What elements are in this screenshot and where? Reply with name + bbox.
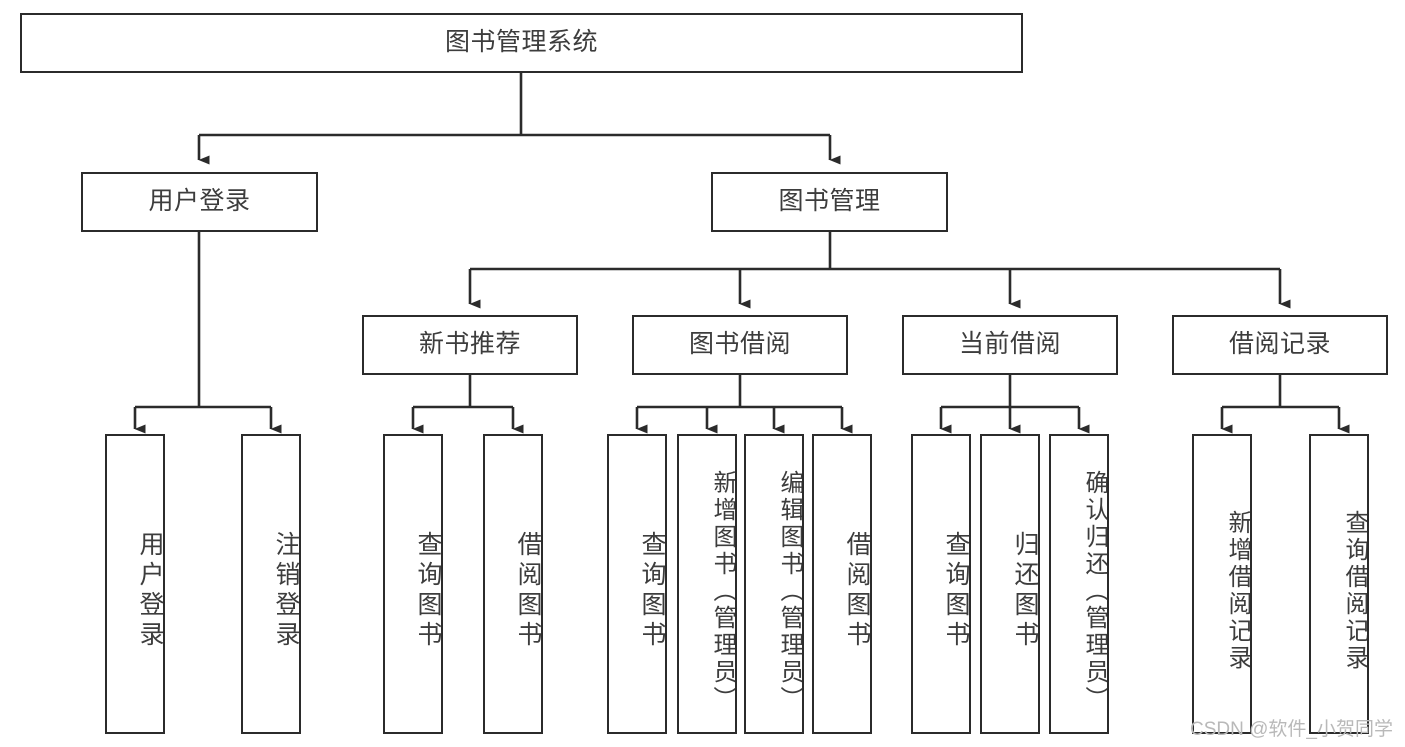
node-new-book-recommend[interactable]: 新书推荐	[362, 315, 578, 375]
node-leaf-query-record[interactable]: 查询借阅记录	[1309, 434, 1369, 734]
node-borrow-record[interactable]: 借阅记录	[1172, 315, 1388, 375]
node-leaf-borrow-book-2[interactable]: 借阅图书	[812, 434, 872, 734]
node-leaf-query-book-2[interactable]: 查询图书	[607, 434, 667, 734]
node-leaf-borrow-book-1[interactable]: 借阅图书	[483, 434, 543, 734]
node-leaf-edit-book[interactable]: 编辑图书（管理员）	[744, 434, 804, 734]
node-user-login[interactable]: 用户登录	[81, 172, 318, 232]
node-leaf-user-login[interactable]: 用户登录	[105, 434, 165, 734]
node-root-system[interactable]: 图书管理系统	[20, 13, 1023, 73]
node-current-borrow[interactable]: 当前借阅	[902, 315, 1118, 375]
node-leaf-return-book[interactable]: 归还图书	[980, 434, 1040, 734]
node-leaf-query-book-1[interactable]: 查询图书	[383, 434, 443, 734]
csdn-watermark: CSDN @软件_小贺同学	[1190, 719, 1393, 740]
node-leaf-add-record[interactable]: 新增借阅记录	[1192, 434, 1252, 734]
node-leaf-query-book-3[interactable]: 查询图书	[911, 434, 971, 734]
node-leaf-add-book[interactable]: 新增图书（管理员）	[677, 434, 737, 734]
node-book-manage[interactable]: 图书管理	[711, 172, 948, 232]
node-leaf-logout[interactable]: 注销登录	[241, 434, 301, 734]
node-leaf-confirm-return[interactable]: 确认归还（管理员）	[1049, 434, 1109, 734]
node-book-borrow[interactable]: 图书借阅	[632, 315, 848, 375]
